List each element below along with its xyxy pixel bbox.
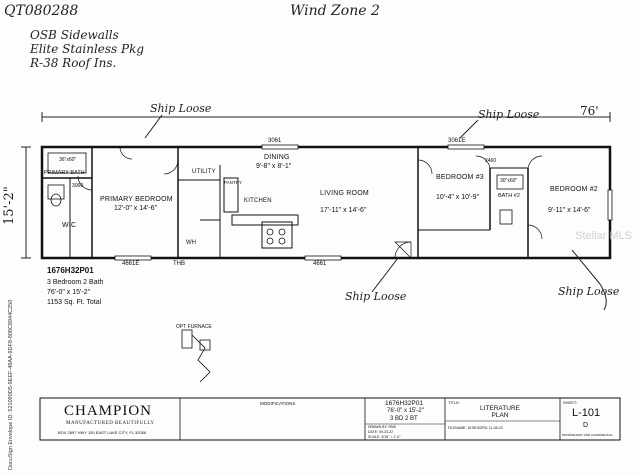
fixture-tub-bath2: 30"x60" <box>500 178 518 184</box>
window-label-4661e: 4661E <box>122 261 140 267</box>
watermark: Stellar MLS <box>575 230 632 242</box>
tb-dimensions: 76'-0" x 15'-2" <box>387 408 424 414</box>
room-dining: DINING <box>264 154 290 161</box>
note-osb-sidewalls: OSB Sidewalls <box>30 28 119 42</box>
tb-sheet-label: SHEET: <box>563 400 578 405</box>
spec-sqft: 1153 Sq. Ft. Total <box>47 299 102 306</box>
primary-bedroom-size: 12'-0" x 14'-6" <box>114 205 158 212</box>
window-label-4661: 4661 <box>313 261 327 267</box>
ship-loose-note-3: Ship Loose <box>345 290 407 303</box>
note-elite-stainless: Elite Stainless Pkg <box>30 42 145 56</box>
docusign-envelope-id: DocuSign Envelope ID: 521090D5-9EEF-48AA… <box>8 299 14 470</box>
window-label-3061e: 3061E <box>448 138 466 144</box>
tb-revision: D <box>583 422 589 429</box>
champion-address: BOX 2897 HWY 100 EAST LAKE CITY, FL 3205… <box>58 430 147 435</box>
dining-size: 9'-8" x 8'-1" <box>256 163 292 170</box>
bedroom-2-size: 9'-11" x 14'-6" <box>548 207 591 214</box>
tb-sheet: L-101 <box>572 407 601 419</box>
room-bedroom-2: BEDROOM #2 <box>550 186 598 193</box>
living-room-size: 17'-11" x 14'-6" <box>320 207 367 214</box>
note-r38-roof: R-38 Roof Ins. <box>30 56 117 70</box>
spec-bed-bath: 3 Bedroom 2 Bath <box>47 279 104 286</box>
tb-filename: FILENAME: 1676H32P01 11-06-23 <box>448 426 503 430</box>
bedroom-3-size: 10'-4" x 10'-9" <box>436 194 480 201</box>
ship-loose-note-1: Ship Loose <box>150 102 212 115</box>
room-bath-2: BATH #2 <box>498 193 520 199</box>
room-kitchen: KITCHEN <box>244 198 272 204</box>
door-label-2460: 2460 <box>485 158 497 164</box>
champion-tagline: MANUFACTURED BEAUTIFULLY <box>66 421 155 426</box>
tb-date: DATE: 09-23-22 <box>368 430 394 434</box>
champion-logo: CHAMPION <box>64 403 153 419</box>
ship-loose-note-2: Ship Loose <box>478 108 540 121</box>
room-pantry: PANTRY <box>224 180 242 185</box>
tb-scale: SCALE: 3/16" = 1'-0" <box>368 435 401 439</box>
room-bedroom-3: BEDROOM #3 <box>436 174 484 181</box>
room-primary-bedroom: PRIMARY BEDROOM <box>100 196 173 203</box>
opt-furnace-label: OPT FURNACE <box>176 324 212 330</box>
wh-label: WH <box>186 240 196 246</box>
overall-length: 76' <box>580 104 599 118</box>
tb-model: 1676H32P01 <box>385 400 423 407</box>
tb-title: LITERATURE PLAN <box>480 405 520 419</box>
spec-model: 1676H32P01 <box>47 266 94 275</box>
ship-loose-note-4: Ship Loose <box>558 285 620 298</box>
room-utility: UTILITY <box>192 169 216 175</box>
room-wic: WIC <box>62 222 77 229</box>
modifications-header: MODIFICATIONS <box>260 401 296 406</box>
window-label-3061: 3061 <box>268 138 282 144</box>
qt-number: QT080288 <box>4 3 79 19</box>
tb-proprietary: PROPRIETARY AND CONFIDENTIAL <box>562 433 614 437</box>
thb-label: THB <box>173 261 185 267</box>
wind-zone-note: Wind Zone 2 <box>290 3 380 19</box>
tb-drawn-by: DRAWN BY: RMK <box>368 425 397 429</box>
overall-width: 15'-2" <box>2 186 17 225</box>
tb-title-label: TITLE: <box>448 400 461 405</box>
door-label-3060: 3060 <box>72 183 84 189</box>
fixture-tub-primary: 36"x60" <box>59 157 77 163</box>
spec-dimensions: 76'-0" x 15'-2" <box>47 289 91 296</box>
room-living-room: LIVING ROOM <box>320 190 369 197</box>
tb-bed-bath: 3 BD 2 BT <box>390 416 418 422</box>
room-primary-bath: PRIMARY BATH <box>44 170 85 176</box>
